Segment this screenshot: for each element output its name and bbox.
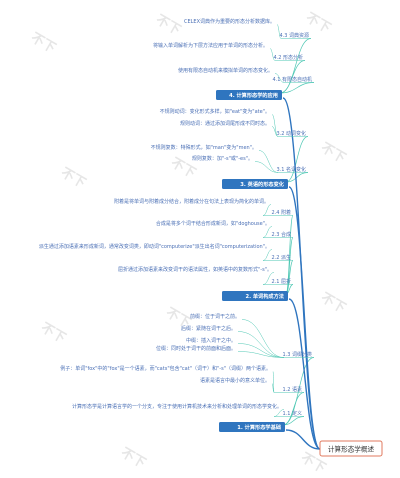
- subtopic-label: 4.1 有限态自动机: [272, 76, 312, 83]
- subtopic-label: 3.2 动词变化: [276, 130, 306, 137]
- subtopic-node: 2.4 附着: [263, 209, 293, 216]
- section-label: 3. 英语的形态变化: [240, 180, 285, 188]
- leaf-label: 不规则动词：变化形式多样，如"eat"变为"ate"。: [160, 108, 270, 115]
- leaf-label: 后缀：紧随在词干之后。: [181, 325, 236, 332]
- leaf-node: 附着是将单词与附着成分结合，附着成分在句法上表现为简化的单词。: [114, 198, 269, 205]
- leaf-node: 规则复数：加"-s"或"-es"。: [192, 155, 253, 162]
- section-node: 4. 计算形态学的应用: [216, 90, 282, 100]
- root-label: 计算形态学概述: [328, 445, 375, 454]
- leaf-node: 不规则动词：变化形式多样，如"eat"变为"ate"。: [160, 108, 270, 115]
- subtopic-node: 4.2 形态分析: [273, 54, 305, 61]
- watermark-text: 不下: [28, 30, 58, 56]
- leaf-label: 位缀：同时处于词干的前面和后面。: [156, 345, 236, 352]
- section-node: 3. 英语的形态变化: [222, 179, 288, 189]
- leaf-node: 中缀：插入词干之中。: [186, 337, 236, 344]
- subtopic-node: 4.1 有限态自动机: [272, 76, 314, 83]
- leaf-label: 屈折通过添加语素来改变词干的语法属性，如英语中的复数形式"-s"。: [118, 266, 272, 273]
- subtopic-label: 2.4 附着: [271, 209, 291, 216]
- leaf-node: 语素是语言中最小的意义单位。: [200, 377, 270, 384]
- leaf-label: 合成是将多个词干结合形成新词，如"doghouse"。: [156, 220, 270, 227]
- subtopic-node: 2.2 派生: [263, 254, 293, 261]
- watermark-text: 不下: [318, 140, 348, 166]
- subtopic-label: 4.2 形态分析: [273, 54, 303, 61]
- leaf-label: 规则动词：通过添加词尾形成不同时态。: [180, 120, 270, 127]
- section-label: 1. 计算形态学基础: [237, 423, 281, 431]
- watermark-text: 不下: [153, 12, 183, 38]
- watermark-text: 不下: [58, 165, 88, 191]
- watermark-text: 不下: [118, 445, 148, 471]
- subtopic-node: 4.3 词典资源: [279, 32, 311, 39]
- leaf-node: 将输入单词解析为下层方法应用于单词的形态分析。: [153, 42, 268, 49]
- leaf-label: 计算形态学是计算语言学的一个分支，专注于使用计算机技术来分析和处理单词的形态学变…: [72, 403, 282, 410]
- section-label: 2. 单词构成方法: [245, 292, 284, 300]
- leaf-node: 例子：单词"fox"中的"fox"是一个语素，而"cats"包含"cat"（词干…: [60, 365, 271, 372]
- subtopic-node: 2.3 合成: [263, 231, 293, 238]
- leaf-label: 中缀：插入词干之中。: [186, 337, 236, 344]
- leaf-node: CELEX词典作为重要的形态分析数据库。: [184, 18, 275, 25]
- subtopic-node: 1.3 词缀分类: [282, 351, 314, 358]
- leaf-label: 语素是语言中最小的意义单位。: [200, 377, 270, 384]
- leaf-label: 将输入单词解析为下层方法应用于单词的形态分析。: [153, 42, 268, 49]
- leaf-node: 后缀：紧随在词干之后。: [181, 325, 236, 332]
- subtopic-node: 2.1 屈折: [263, 278, 293, 285]
- leaf-node: 派生通过添加语素来形成新词，通常改变词类，即动词"computerize"派生出…: [39, 243, 270, 250]
- root-node: 计算形态学概述: [319, 440, 383, 457]
- leaf-node: 合成是将多个词干结合形成新词，如"doghouse"。: [156, 220, 270, 227]
- leaf-label: 例子：单词"fox"中的"fox"是一个语素，而"cats"包含"cat"（词干…: [60, 365, 271, 372]
- leaf-node: 前缀：位于词干之前。: [190, 313, 240, 320]
- subtopic-node: 1.1 定义: [274, 410, 304, 417]
- leaf-label: 规则复数：加"-s"或"-es"。: [192, 155, 253, 162]
- mind-map-edges: [237, 24, 321, 450]
- leaf-node: 不规则复数：特殊形式，如"man"变为"men"。: [151, 144, 257, 151]
- leaf-label: 使用有限态自动机来模拟单词的形态变化。: [178, 67, 273, 74]
- leaf-label: 附着是将单词与附着成分结合，附着成分在句法上表现为简化的单词。: [114, 198, 269, 205]
- subtopic-node: 3.2 动词变化: [276, 130, 308, 137]
- leaf-node: 计算形态学是计算语言学的一个分支，专注于使用计算机技术来分析和处理单词的形态学变…: [72, 403, 282, 410]
- leaf-label: 派生通过添加语素来形成新词，通常改变词类，即动词"computerize"派生出…: [39, 243, 270, 250]
- subtopic-label: 1.3 词缀分类: [282, 351, 312, 358]
- subtopic-label: 3.1 名词变化: [276, 166, 306, 173]
- subtopic-node: 3.1 名词变化: [276, 166, 308, 173]
- leaf-node: 屈折通过添加语素来改变词干的语法属性，如英语中的复数形式"-s"。: [118, 266, 272, 273]
- subtopic-label: 2.1 屈折: [271, 278, 291, 285]
- watermark-text: 不下: [38, 320, 68, 346]
- section-node: 2. 单词构成方法: [222, 291, 288, 301]
- leaf-label: 前缀：位于词干之前。: [190, 313, 240, 320]
- subtopic-label: 2.2 派生: [271, 254, 291, 261]
- leaf-node: 使用有限态自动机来模拟单词的形态变化。: [178, 67, 273, 74]
- leaf-label: CELEX词典作为重要的形态分析数据库。: [184, 18, 275, 25]
- section-label: 4. 计算形态学的应用: [229, 91, 278, 99]
- leaf-node: 位缀：同时处于词干的前面和后面。: [156, 345, 236, 352]
- subtopic-node: 1.2 语素: [274, 386, 304, 393]
- section-node: 1. 计算形态学基础: [219, 422, 285, 432]
- subtopic-label: 4.3 词典资源: [279, 32, 309, 39]
- leaf-node: 规则动词：通过添加词尾形成不同时态。: [180, 120, 270, 127]
- subtopic-label: 1.2 语素: [282, 386, 302, 393]
- subtopic-label: 2.3 合成: [271, 231, 291, 238]
- subtopic-label: 1.1 定义: [282, 410, 302, 417]
- watermark-text: 不下: [318, 290, 348, 316]
- leaf-label: 不规则复数：特殊形式，如"man"变为"men"。: [151, 144, 257, 151]
